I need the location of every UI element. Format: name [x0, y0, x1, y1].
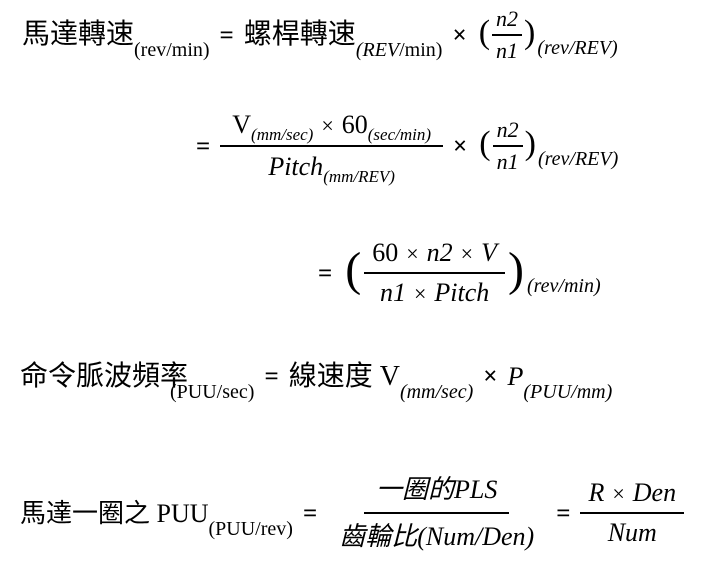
gear-ratio-label: 齒輪比(Num/Den) [339, 522, 535, 552]
equals-sign: = [556, 499, 571, 527]
multiply-sign: × [483, 363, 498, 391]
equals-sign: = [264, 363, 279, 391]
pulse-frequency-term: 命令脈波頻率 (PUU/sec) [20, 360, 254, 402]
fraction-numerator-n2: n2 [492, 119, 523, 147]
equals-sign: = [318, 259, 333, 287]
velocity-term: V (mm/sec) [232, 110, 313, 144]
gear-ratio-fraction: n2 n1 [492, 119, 523, 174]
pitch-unit-subscript: (mm/REV) [323, 167, 395, 186]
multiply-sign: × [413, 281, 427, 306]
pls-per-rev-label: 一圈的PLS [376, 475, 498, 504]
rev-per-min-subscript: (rev/min) [526, 275, 601, 297]
multiply-sign: × [460, 241, 474, 266]
equation-motor-speed-simplified: = ( 60 × n2 × V n1 × Pitch ) (rev/min) [308, 240, 601, 306]
p-unit-subscript: (PUU/mm) [523, 380, 613, 403]
rev-per-rev-subscript: (rev/REV) [537, 37, 618, 59]
close-paren: ) [524, 14, 536, 51]
r-symbol: R [588, 478, 605, 508]
pitch-term: Pitch (mm/REV) [268, 152, 395, 186]
linear-velocity-label: 線速度 V [288, 361, 400, 392]
fraction-denominator: Num [600, 514, 665, 546]
equals-sign: = [302, 499, 318, 527]
multiply-sign: × [452, 21, 467, 49]
pulse-frequency-label: 命令脈波頻率 [20, 361, 189, 392]
fraction-denominator: Pitch (mm/REV) [256, 147, 407, 186]
fraction-numerator: 60 × n2 × V [364, 240, 505, 274]
open-paren: ( [479, 125, 491, 162]
fraction-denominator: n1 × Pitch [372, 274, 497, 306]
pls-gear-ratio-fraction: 一圈的PLS 齒輪比(Num/Den) [327, 474, 546, 552]
p-symbol: P [507, 361, 524, 391]
fraction-numerator-n2: n2 [492, 8, 523, 36]
pulse-frequency-unit-subscript: (PUU/sec) [170, 381, 255, 403]
motor-speed-term: 馬達轉速 (rev/min) [22, 18, 210, 60]
fraction-denominator: 齒輪比(Num/Den) [327, 514, 546, 552]
p-term: P (PUU/mm) [507, 361, 613, 402]
multiply-sign: × [612, 481, 625, 507]
sixty-value: 60 [372, 238, 399, 267]
multiply-sign: × [321, 113, 334, 138]
close-paren: ) [524, 125, 536, 162]
equals-sign: = [219, 21, 234, 49]
puu-per-rev-label: 馬達一圈之 PUU [20, 498, 209, 528]
screw-speed-label: 螺桿轉速 [243, 19, 356, 51]
screw-speed-unit-italic: (REV [355, 39, 400, 62]
linear-velocity-unit-subscript: (mm/sec) [399, 381, 474, 403]
motor-speed-label: 馬達轉速 [22, 19, 135, 51]
screw-speed-term: 螺桿轉速 (REV/min) [243, 18, 443, 60]
n1-symbol: n1 [379, 278, 406, 307]
equation-puu-per-revolution: 馬達一圈之 PUU (PUU/rev) = 一圈的PLS 齒輪比(Num/Den… [20, 474, 685, 552]
puu-per-rev-unit-subscript: (PUU/rev) [208, 517, 293, 540]
fraction-numerator: 一圈的PLS [364, 474, 510, 515]
equation-motor-speed-expanded: = V (mm/sec) × 60 (sec/min) Pitch (mm/RE… [186, 110, 619, 186]
sixty-value: 60 [341, 110, 368, 139]
open-paren: ( [478, 14, 491, 51]
fraction-denominator-n1: n1 [496, 149, 519, 174]
simplified-fraction: 60 × n2 × V n1 × Pitch [364, 240, 505, 306]
r-den-num-fraction: R × Den Num [580, 478, 685, 546]
n2-symbol: n2 [426, 238, 453, 267]
close-paren: ) [507, 243, 524, 296]
den-symbol: Den [632, 478, 677, 508]
fraction-numerator: V (mm/sec) × 60 (sec/min) [220, 110, 444, 147]
pitch-symbol: Pitch [268, 152, 324, 181]
fraction-numerator: R × Den [580, 478, 685, 515]
rev-per-rev-subscript: (rev/REV) [537, 148, 619, 170]
equals-sign: = [196, 132, 211, 160]
fraction-denominator-n1: n1 [496, 38, 519, 63]
num-symbol: Num [607, 518, 657, 548]
velocity-unit-subscript: (mm/sec) [251, 125, 314, 144]
equation-motor-speed: 馬達轉速 (rev/min) = 螺桿轉速 (REV/min) × ( n2 n… [22, 8, 618, 62]
motor-speed-unit-subscript: (rev/min) [134, 39, 210, 62]
puu-per-rev-term: 馬達一圈之 PUU (PUU/rev) [20, 498, 293, 539]
multiply-sign: × [453, 132, 468, 160]
gear-ratio-fraction: n2 n1 [492, 8, 523, 63]
screw-speed-unit-roman: /min) [399, 39, 443, 62]
linear-velocity-term: 線速度 V (mm/sec) [288, 360, 474, 402]
screw-speed-unit-subscript: (REV/min) [356, 40, 443, 60]
velocity-pitch-fraction: V (mm/sec) × 60 (sec/min) Pitch (mm/REV) [220, 110, 444, 186]
pitch-symbol: Pitch [434, 278, 490, 307]
sixty-unit-subscript: (sec/min) [367, 125, 432, 144]
equation-command-pulse-frequency: 命令脈波頻率 (PUU/sec) = 線速度 V (mm/sec) × P (P… [20, 360, 613, 402]
sixty-term: 60 (sec/min) [341, 110, 431, 144]
open-paren: ( [345, 243, 362, 296]
multiply-sign: × [406, 241, 419, 266]
velocity-symbol: V [232, 110, 252, 139]
velocity-symbol: V [481, 238, 497, 267]
